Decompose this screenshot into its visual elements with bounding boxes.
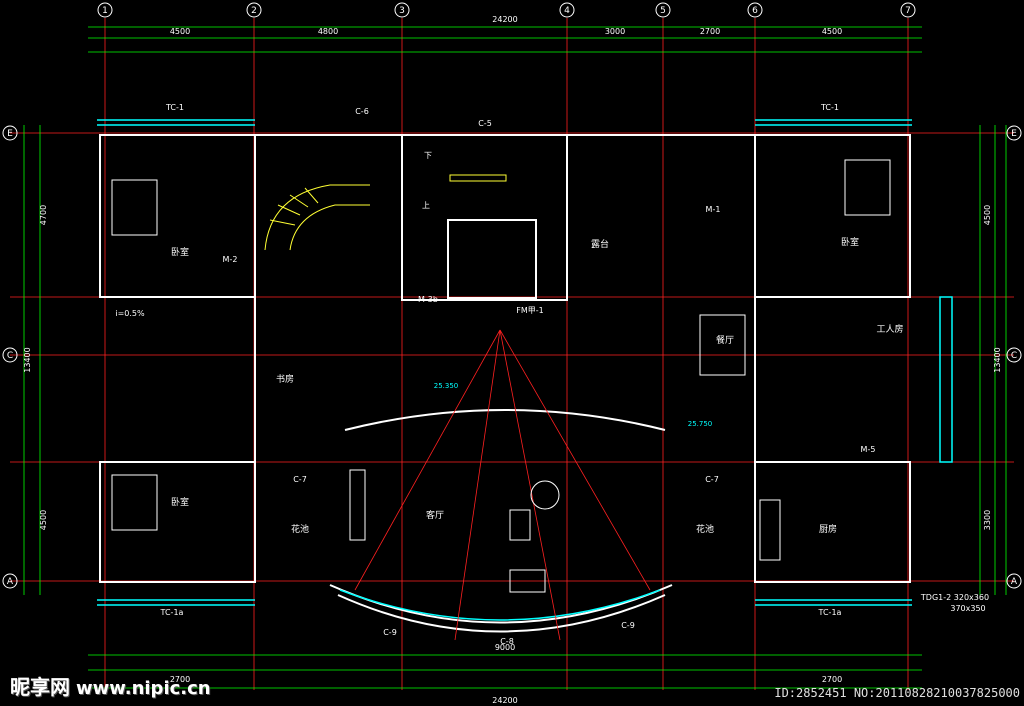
axis-label-top-5: 5 <box>660 6 666 16</box>
room-study: 书房 <box>276 373 294 385</box>
label-tc-sw: TC-1a <box>160 608 184 617</box>
axis-label-left-e: E <box>7 129 13 139</box>
room-living: 客厅 <box>426 509 444 521</box>
watermark-site: 昵享网 <box>10 675 70 699</box>
dim-bottom-center: 9000 <box>495 643 515 652</box>
image-id: ID:2852451 NO:20110828210037825000 <box>774 686 1020 700</box>
axis-label-right-e: E <box>1011 129 1017 139</box>
watermark: 昵享网 www.nipic.cn <box>10 671 211 700</box>
label-slope: i=0.5% <box>115 309 145 318</box>
label-tdg-size: 370x350 <box>950 604 985 613</box>
axis-label-left-a: A <box>7 577 14 587</box>
dim-top-2: 4800 <box>318 27 338 36</box>
label-m2: M-2 <box>223 255 238 264</box>
walls <box>99 134 911 633</box>
axis-label-left-c: C <box>7 351 13 361</box>
room-balcony-w: 花池 <box>291 523 309 535</box>
watermark-url: www.nipic.cn <box>76 678 211 699</box>
windows <box>97 119 953 621</box>
axis-bubbles <box>2 2 1022 589</box>
dim-top-3: 3000 <box>605 27 625 36</box>
label-c7-w: C-7 <box>293 475 307 484</box>
axis-label-top-3: 3 <box>399 6 405 16</box>
axis-label-top-1: 1 <box>102 6 108 16</box>
dim-top-5: 4500 <box>822 27 842 36</box>
room-bedroom-nw: 卧室 <box>171 246 189 258</box>
label-up: 上 <box>422 201 430 210</box>
kitchen-counter <box>759 499 781 561</box>
total-width-top: 24200 <box>492 15 517 24</box>
total-height-left: 13400 <box>23 347 32 372</box>
dim-left-4: 4500 <box>39 510 48 530</box>
axis-label-top-6: 6 <box>752 6 758 16</box>
axis-label-top-4: 4 <box>564 6 570 16</box>
room-dining: 餐厅 <box>716 334 734 346</box>
axis-label-right-a: A <box>1011 577 1018 587</box>
room-bedroom-sw: 卧室 <box>171 496 189 508</box>
label-tdg: TDG1-2 320x360 <box>920 593 989 602</box>
room-terrace: 露台 <box>591 238 609 250</box>
bed-sw <box>111 474 158 531</box>
label-c9-w: C-9 <box>383 628 397 637</box>
label-m5: M-5 <box>861 445 876 454</box>
label-m3b: M-3b <box>418 295 438 304</box>
bed-ne <box>844 159 891 216</box>
axis-label-top-7: 7 <box>905 6 911 16</box>
label-c6: C-6 <box>355 107 369 116</box>
dim-top-4: 2700 <box>700 27 720 36</box>
dim-bottom-left: 2700 <box>170 675 190 684</box>
room-balcony-e: 花池 <box>696 523 714 535</box>
dim-bottom-right: 2700 <box>822 675 842 684</box>
room-bedroom-ne: 卧室 <box>841 236 859 248</box>
total-height-right: 13400 <box>993 347 1002 372</box>
label-tc-se: TC-1a <box>818 608 842 617</box>
label-c9-e: C-9 <box>621 621 635 630</box>
label-c7-e: C-7 <box>705 475 719 484</box>
label-angle-1: 25.350 <box>434 382 459 390</box>
round-table <box>530 480 560 510</box>
room-kitchen: 厨房 <box>819 523 837 535</box>
label-m1: M-1 <box>706 205 721 214</box>
room-laundry: 工人房 <box>876 323 903 335</box>
spiral-stair <box>264 174 507 251</box>
dining-table <box>699 314 746 376</box>
label-tc-nw: TC-1 <box>165 103 184 112</box>
furniture <box>111 159 891 593</box>
axis-grid <box>10 18 1014 690</box>
axis-label-top-2: 2 <box>251 6 257 16</box>
dim-right-1: 4500 <box>983 205 992 225</box>
label-c8: C-8 <box>500 637 514 646</box>
living-rays <box>354 329 651 641</box>
dimension-lines <box>23 26 1007 689</box>
dim-top-1: 4500 <box>170 27 190 36</box>
bed-nw <box>111 179 158 236</box>
label-down: 下 <box>424 151 432 160</box>
label-c5: C-5 <box>478 119 492 128</box>
label-tc-ne: TC-1 <box>820 103 839 112</box>
dim-right-6: 3300 <box>983 510 992 530</box>
axis-label-right-c: C <box>1011 351 1017 361</box>
label-angle-2: 25.750 <box>688 420 713 428</box>
label-fm: FM甲-1 <box>516 306 543 315</box>
dim-left-1: 4700 <box>39 205 48 225</box>
total-width-bottom: 24200 <box>492 696 517 705</box>
